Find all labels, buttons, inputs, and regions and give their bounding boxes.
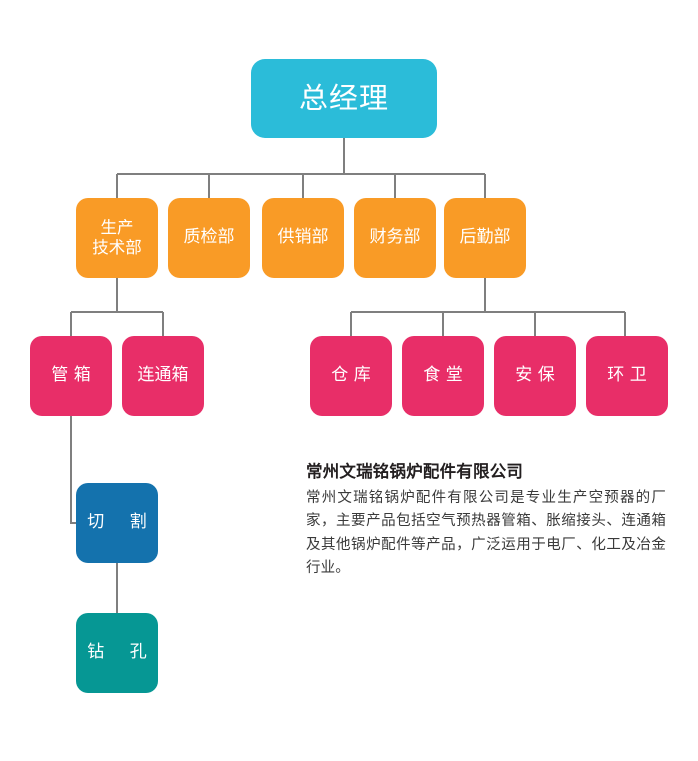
node-production-tech-dept-line2: 技术部 <box>92 238 142 257</box>
node-production-tech-dept-line1: 生产 <box>100 217 134 237</box>
node-tube-box[interactable]: 管 箱 <box>30 336 112 416</box>
node-drilling[interactable]: 钻 孔 <box>76 613 158 693</box>
company-description: 常州文瑞铭锅炉配件有限公司是专业生产空预器的厂家，主要产品包括空气预热器管箱、胀… <box>306 490 666 577</box>
node-logistics-dept-label: 后勤部 <box>459 227 511 248</box>
node-supply-sales-dept-label: 供销部 <box>277 227 329 248</box>
node-quality-dept-label: 质检部 <box>183 227 235 248</box>
node-supply-sales-dept[interactable]: 供销部 <box>262 198 344 278</box>
node-finance-dept-label: 财务部 <box>369 227 421 248</box>
company-name: 常州文瑞铭锅炉配件有限公司 <box>306 462 524 481</box>
node-security-label: 安 保 <box>515 365 555 386</box>
node-production-tech-dept-label: 生产 技术部 <box>76 218 158 259</box>
company-info-block: 常州文瑞铭锅炉配件有限公司 常州文瑞铭锅炉配件有限公司是专业生产空预器的厂家，主… <box>306 458 666 581</box>
node-connecting-box[interactable]: 连通箱 <box>122 336 204 416</box>
node-quality-dept[interactable]: 质检部 <box>168 198 250 278</box>
node-sanitation[interactable]: 环 卫 <box>586 336 668 416</box>
node-general-manager[interactable]: 总经理 <box>251 59 437 138</box>
node-cutting[interactable]: 切 割 <box>76 483 158 563</box>
node-tube-box-label: 管 箱 <box>51 365 91 386</box>
node-canteen-label: 食 堂 <box>423 365 463 386</box>
node-canteen[interactable]: 食 堂 <box>402 336 484 416</box>
node-logistics-dept[interactable]: 后勤部 <box>444 198 526 278</box>
node-cutting-label: 切 割 <box>87 512 157 533</box>
node-warehouse[interactable]: 仓 库 <box>310 336 392 416</box>
node-security[interactable]: 安 保 <box>494 336 576 416</box>
node-drilling-label: 钻 孔 <box>87 642 157 663</box>
node-production-tech-dept[interactable]: 生产 技术部 <box>76 198 158 278</box>
node-sanitation-label: 环 卫 <box>607 365 647 386</box>
node-general-manager-label: 总经理 <box>298 80 389 115</box>
node-connecting-box-label: 连通箱 <box>137 365 189 386</box>
node-warehouse-label: 仓 库 <box>331 365 371 386</box>
node-finance-dept[interactable]: 财务部 <box>354 198 436 278</box>
